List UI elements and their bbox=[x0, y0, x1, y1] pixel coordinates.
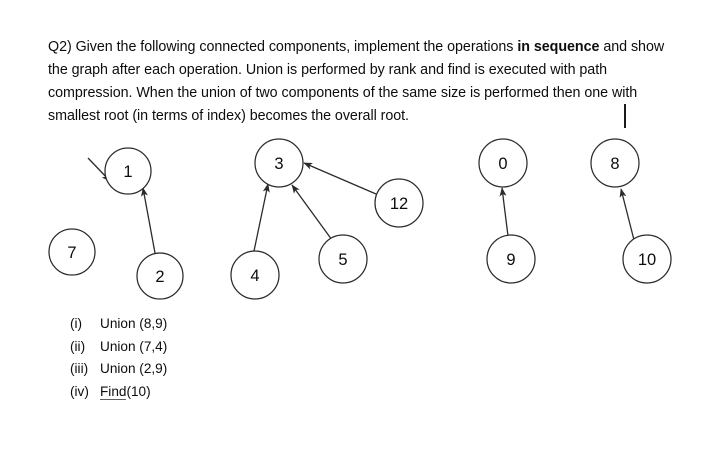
edge-4-to-3 bbox=[253, 183, 270, 252]
graph-node-0[interactable]: 0 bbox=[478, 138, 528, 188]
text-cursor-caret bbox=[624, 104, 626, 128]
operation-text-iv-rest: (10) bbox=[126, 383, 151, 399]
graph-node-2[interactable]: 2 bbox=[136, 252, 184, 300]
operation-item-i: (i) Union (8,9) bbox=[70, 313, 167, 336]
node-label-7: 7 bbox=[67, 244, 76, 262]
operation-item-iv: (iv) Find(10) bbox=[70, 381, 167, 404]
question-text-part-1: Q2) Given the following connected compon… bbox=[48, 39, 518, 55]
edge-9-to-0 bbox=[499, 187, 509, 237]
operation-item-iii: (iii) Union (2,9) bbox=[70, 358, 167, 381]
graph-node-7[interactable]: 7 bbox=[48, 228, 96, 276]
question-text-part-2: and show the graph after each operation.… bbox=[48, 39, 665, 124]
operations-list[interactable]: (i) Union (8,9) (ii) Union (7,4) (iii) Unio… bbox=[70, 313, 167, 403]
operation-marker-iii: (iii) bbox=[70, 361, 89, 376]
graph-canvas: 1 7 2 3 12 4 5 bbox=[48, 138, 672, 300]
question-text-emphasis: in sequence bbox=[517, 39, 600, 55]
node-label-1: 1 bbox=[123, 163, 132, 181]
node-label-4: 4 bbox=[250, 267, 259, 285]
edge-2-to-1 bbox=[141, 187, 156, 254]
graph-node-3[interactable]: 3 bbox=[254, 138, 304, 188]
operation-marker-ii: (ii) bbox=[70, 338, 86, 354]
edge-5-to-3 bbox=[291, 184, 333, 241]
node-label-10: 10 bbox=[638, 251, 656, 269]
node-label-12: 12 bbox=[390, 195, 408, 213]
node-label-3: 3 bbox=[274, 155, 283, 173]
operation-marker-i: (i) bbox=[70, 316, 83, 331]
graph-node-1[interactable]: 1 bbox=[104, 147, 152, 195]
node-label-2: 2 bbox=[155, 268, 164, 286]
graph-node-8[interactable]: 8 bbox=[590, 138, 640, 188]
graph-node-9[interactable]: 9 bbox=[486, 234, 536, 284]
graph-node-12[interactable]: 12 bbox=[374, 178, 424, 228]
node-label-5: 5 bbox=[338, 251, 347, 269]
spellcheck-underlined-word[interactable]: Find bbox=[100, 383, 127, 400]
edge-10-to-8 bbox=[619, 188, 635, 241]
graph-node-4[interactable]: 4 bbox=[230, 250, 280, 300]
graph-node-5[interactable]: 5 bbox=[318, 234, 368, 284]
operation-text-ii: Union (7,4) bbox=[100, 338, 168, 354]
node-label-0: 0 bbox=[498, 155, 507, 173]
connected-components-diagram: 1 7 2 3 12 4 5 bbox=[0, 130, 707, 310]
operation-marker-iv: (iv) bbox=[70, 383, 89, 399]
operation-text-i: Union (8,9) bbox=[100, 316, 168, 331]
node-label-9: 9 bbox=[506, 251, 515, 269]
node-label-8: 8 bbox=[610, 155, 619, 173]
question-paragraph[interactable]: Q2) Given the following connected compon… bbox=[48, 36, 666, 128]
graph-node-10[interactable]: 10 bbox=[622, 234, 672, 284]
operation-text-iii: Union (2,9) bbox=[100, 361, 168, 376]
edge-12-to-3 bbox=[303, 162, 377, 195]
operation-item-ii: (ii) Union (7,4) bbox=[70, 336, 167, 359]
